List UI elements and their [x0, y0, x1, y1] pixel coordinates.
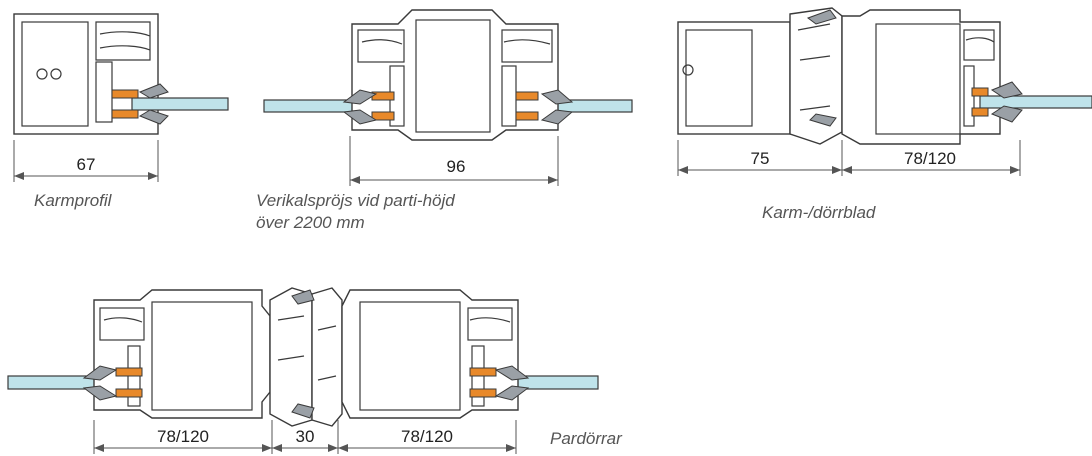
dimension-double-door: [93, 420, 517, 454]
caption-mullion-line-1: Verikalspröjs vid parti-höjd: [256, 191, 455, 210]
dimension-label: 78/120: [904, 149, 956, 168]
dimension-label: 78/120: [401, 427, 453, 446]
dimension-96: [349, 136, 559, 186]
frame-door-leaf-drawing: [677, 7, 1092, 145]
mullion-profile-drawing: [263, 9, 633, 141]
caption-double-doors: Pardörrar: [550, 429, 622, 448]
caption-frame-profile: Karmprofil: [34, 191, 112, 210]
dimension-label: 96: [447, 157, 466, 176]
frame-profile-drawing: [13, 13, 229, 135]
dimension-label: 67: [77, 155, 96, 174]
dimension-label: 30: [296, 427, 315, 446]
dimension-label: 78/120: [157, 427, 209, 446]
dimension-67: [13, 140, 159, 182]
caption-mullion-line-2: över 2200 mm: [256, 213, 365, 232]
double-door-drawing: [7, 287, 599, 427]
dimension-75-78-120: [677, 140, 1021, 176]
dimension-label: 75: [751, 149, 770, 168]
caption-frame-door-leaf: Karm-/dörrblad: [762, 203, 876, 222]
